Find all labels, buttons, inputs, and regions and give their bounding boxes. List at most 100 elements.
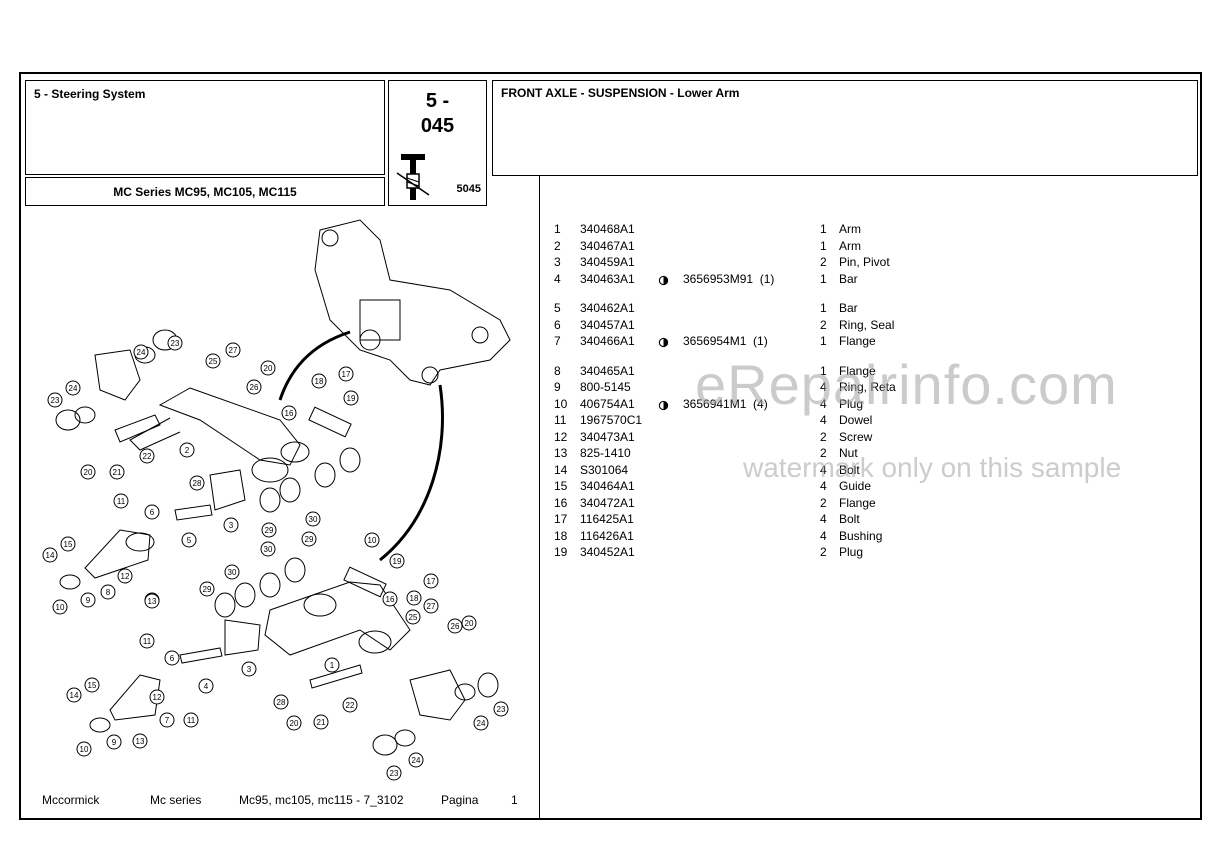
part-number: 340466A1	[580, 334, 635, 348]
callout-27: 27	[225, 342, 241, 358]
callout-10: 10	[76, 741, 92, 757]
callout-12: 12	[149, 689, 165, 705]
part-alternate-number: 3656953M91 (1)	[683, 271, 775, 286]
part-index: 7	[554, 334, 561, 348]
part-quantity: 2	[820, 446, 827, 460]
watermark-sub: watermark only on this sample	[743, 452, 1122, 483]
svg-text:12: 12	[121, 572, 130, 581]
part-description: Bolt	[839, 512, 860, 526]
svg-text:9: 9	[112, 738, 117, 747]
callout-15: 15	[84, 677, 100, 693]
part-number: 340467A1	[580, 238, 635, 253]
part-number: 116426A1	[580, 528, 634, 543]
svg-text:15: 15	[88, 681, 97, 690]
svg-text:20: 20	[84, 468, 93, 477]
svg-text:4: 4	[204, 682, 209, 691]
part-index: 15	[554, 479, 568, 493]
svg-text:22: 22	[346, 701, 355, 710]
part-description: Flange	[839, 363, 876, 378]
part-index: 8	[554, 363, 561, 378]
callout-5: 5	[181, 532, 197, 548]
part-quantity: 2	[820, 495, 827, 510]
callout-19: 19	[343, 390, 359, 406]
part-number: 1967570C1	[580, 413, 643, 427]
callout-21: 21	[313, 714, 329, 730]
steering-column-icon	[396, 154, 430, 200]
axle-housing-drawing	[314, 219, 511, 386]
part-number: 340463A1	[580, 271, 635, 286]
callout-13: 13	[144, 593, 160, 609]
callout-23: 23	[47, 392, 63, 408]
watermark-main: eRepairinfo.com	[695, 353, 1118, 416]
callout-29: 29	[199, 581, 215, 597]
series-label: MC Series MC95, MC105, MC115	[113, 185, 297, 199]
svg-text:14: 14	[70, 691, 79, 700]
svg-text:17: 17	[427, 577, 436, 586]
callout-1: 1	[324, 657, 340, 673]
part-index: 5	[554, 301, 561, 315]
callout-16: 16	[382, 591, 398, 607]
callout-24: 24	[65, 380, 81, 396]
part-quantity: 1	[820, 363, 827, 378]
callout-11: 11	[139, 633, 155, 649]
callout-15: 15	[60, 536, 76, 552]
part-index: 10	[554, 396, 568, 411]
part-description: Plug	[839, 545, 864, 559]
callout-29: 29	[301, 531, 317, 547]
part-description: Bar	[839, 271, 858, 286]
svg-text:17: 17	[342, 370, 351, 379]
svg-text:23: 23	[51, 396, 60, 405]
footer-models: Mc95, mc105, mc115 - 7_3102	[239, 793, 404, 807]
part-number: 340468A1	[580, 222, 635, 236]
part-index: 14	[554, 462, 568, 477]
svg-text:29: 29	[305, 535, 314, 544]
svg-text:24: 24	[412, 756, 421, 765]
column-divider	[539, 176, 540, 820]
svg-text:13: 13	[136, 737, 145, 746]
callout-3: 3	[223, 517, 239, 533]
part-index: 11	[554, 413, 567, 427]
section-title-box: 5 - Steering System	[25, 80, 385, 175]
part-description: Guide	[839, 479, 872, 493]
part-number: S301064	[580, 462, 629, 477]
part-quantity: 2	[820, 317, 827, 332]
callout-25: 25	[205, 353, 221, 369]
part-description: Dowel	[839, 413, 873, 427]
part-quantity: 4	[820, 380, 827, 394]
svg-text:10: 10	[56, 603, 65, 612]
part-number: 340472A1	[580, 495, 635, 510]
part-number: 340465A1	[580, 363, 635, 378]
heading-box: FRONT AXLE - SUSPENSION - Lower Arm	[492, 80, 1198, 176]
part-index: 13	[554, 446, 568, 460]
svg-text:18: 18	[315, 377, 324, 386]
svg-text:14: 14	[46, 551, 55, 560]
part-number: 340459A1	[580, 255, 635, 269]
svg-text:30: 30	[228, 568, 237, 577]
part-index: 16	[554, 495, 568, 510]
replacement-symbol-icon	[658, 275, 669, 285]
part-alternate-number: 3656954M1 (1)	[683, 334, 768, 348]
callout-11: 11	[113, 493, 129, 509]
part-description: Ring, Seal	[839, 317, 895, 332]
part-index: 4	[554, 271, 561, 286]
callout-11: 11	[183, 712, 199, 728]
callout-22: 22	[342, 697, 358, 713]
part-description: Plug	[839, 396, 864, 411]
part-number: 340457A1	[580, 317, 635, 332]
part-number: 340464A1	[580, 479, 635, 493]
callout-14: 14	[42, 547, 58, 563]
part-quantity: 1	[820, 238, 827, 253]
part-description: Arm	[839, 222, 861, 236]
svg-text:21: 21	[113, 468, 122, 477]
svg-text:10: 10	[368, 536, 377, 545]
svg-text:19: 19	[347, 394, 356, 403]
callout-18: 18	[406, 590, 422, 606]
svg-text:23: 23	[497, 705, 506, 714]
svg-text:23: 23	[171, 339, 180, 348]
svg-text:11: 11	[187, 716, 196, 725]
callout-17: 17	[423, 573, 439, 589]
callout-23: 23	[386, 765, 402, 781]
footer-page-number: 1	[511, 793, 518, 807]
replacement-symbol-icon	[658, 400, 669, 410]
part-quantity: 4	[820, 396, 827, 411]
